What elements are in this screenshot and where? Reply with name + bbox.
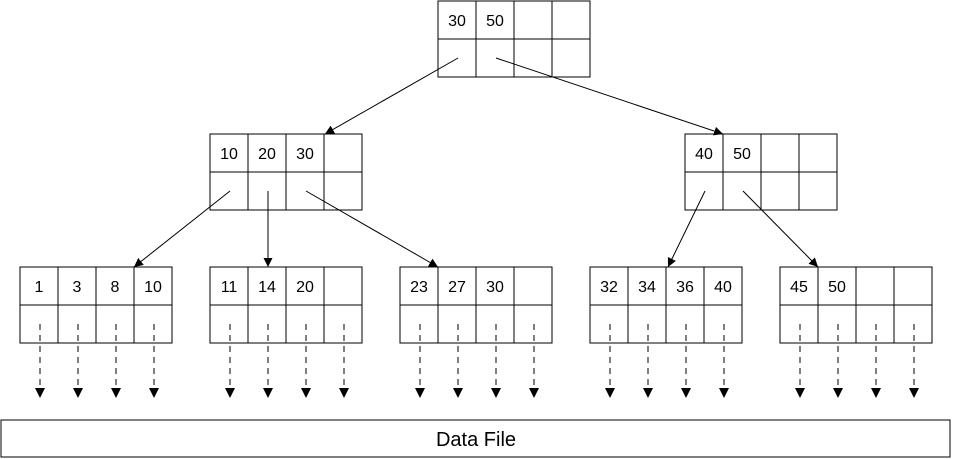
leaf-node: 11 14 20 bbox=[209, 266, 363, 344]
data-file-box: Data File bbox=[0, 419, 951, 458]
pointer-cell bbox=[513, 304, 553, 344]
pointer-cell bbox=[437, 304, 477, 344]
pointer-cell bbox=[665, 304, 705, 344]
key-label: 30 bbox=[296, 146, 314, 163]
key-label: 50 bbox=[733, 146, 751, 163]
pointer-cell bbox=[684, 171, 724, 211]
root-node: 30 50 bbox=[437, 0, 591, 78]
pointer-cell bbox=[475, 38, 515, 78]
key-label: 30 bbox=[448, 13, 466, 30]
key-label: 10 bbox=[220, 146, 238, 163]
key-label: 50 bbox=[828, 279, 846, 296]
pointer-cell bbox=[551, 38, 591, 78]
tree-edge-arrow bbox=[305, 190, 439, 268]
pointer-cell bbox=[57, 304, 97, 344]
pointer-cell bbox=[475, 304, 515, 344]
tree-edge-arrow bbox=[495, 57, 724, 136]
pointer-cell bbox=[589, 304, 629, 344]
key-cell bbox=[551, 0, 591, 40]
leaf-node: 45 50 bbox=[779, 266, 933, 344]
pointer-cell bbox=[323, 171, 363, 211]
pointer-cell bbox=[247, 171, 287, 211]
pointer-cell bbox=[513, 38, 553, 78]
tree-edge-arrow bbox=[742, 190, 819, 268]
pointer-cell bbox=[722, 171, 762, 211]
pointer-cell bbox=[285, 304, 325, 344]
pointer-cell bbox=[209, 304, 249, 344]
key-cell bbox=[513, 0, 553, 40]
key-cell bbox=[798, 133, 838, 173]
data-file-label: Data File bbox=[436, 429, 516, 451]
key-cell bbox=[323, 133, 363, 173]
key-label: 20 bbox=[296, 279, 314, 296]
pointer-cell bbox=[323, 304, 363, 344]
pointer-cell bbox=[627, 304, 667, 344]
key-label: 40 bbox=[714, 279, 732, 296]
key-label: 32 bbox=[600, 279, 618, 296]
pointer-cell bbox=[95, 304, 135, 344]
key-cell bbox=[323, 266, 363, 306]
pointer-cell bbox=[855, 304, 895, 344]
key-label: 14 bbox=[258, 279, 276, 296]
pointer-cell bbox=[779, 304, 819, 344]
pointer-cell bbox=[247, 304, 287, 344]
key-label: 20 bbox=[258, 146, 276, 163]
pointer-cell bbox=[133, 304, 173, 344]
tree-edge-arrow bbox=[133, 190, 231, 268]
key-label: 8 bbox=[111, 279, 120, 296]
internal-node: 10 20 30 bbox=[209, 133, 363, 211]
pointer-cell bbox=[399, 304, 439, 344]
pointer-cell bbox=[798, 171, 838, 211]
pointer-cell bbox=[19, 304, 59, 344]
key-cell bbox=[893, 266, 933, 306]
tree-edges bbox=[133, 57, 819, 268]
key-cell bbox=[513, 266, 553, 306]
key-cell bbox=[760, 133, 800, 173]
leaf-node: 1 3 8 10 bbox=[19, 266, 173, 344]
key-label: 50 bbox=[486, 13, 504, 30]
pointer-cell bbox=[285, 171, 325, 211]
key-label: 1 bbox=[35, 279, 44, 296]
key-label: 27 bbox=[448, 279, 466, 296]
leaf-node: 23 27 30 bbox=[399, 266, 553, 344]
key-label: 45 bbox=[790, 279, 808, 296]
key-label: 10 bbox=[144, 279, 162, 296]
pointer-cell bbox=[760, 171, 800, 211]
key-label: 34 bbox=[638, 279, 656, 296]
key-label: 40 bbox=[695, 146, 713, 163]
leaf-node: 32 34 36 40 bbox=[589, 266, 743, 344]
data-file-border bbox=[0, 419, 951, 458]
key-label: 11 bbox=[221, 279, 238, 296]
key-label: 30 bbox=[486, 279, 504, 296]
tree-edge-arrow bbox=[324, 57, 459, 135]
key-label: 36 bbox=[676, 279, 694, 296]
pointer-cell bbox=[893, 304, 933, 344]
internal-node: 40 50 bbox=[684, 133, 838, 211]
key-cell bbox=[855, 266, 895, 306]
tree-edge-arrow bbox=[667, 190, 706, 268]
pointer-cell bbox=[703, 304, 743, 344]
pointer-cell bbox=[209, 171, 249, 211]
key-label: 23 bbox=[410, 279, 428, 296]
pointer-cell bbox=[817, 304, 857, 344]
key-label: 3 bbox=[73, 279, 82, 296]
record-pointer-arrows bbox=[35, 324, 919, 398]
